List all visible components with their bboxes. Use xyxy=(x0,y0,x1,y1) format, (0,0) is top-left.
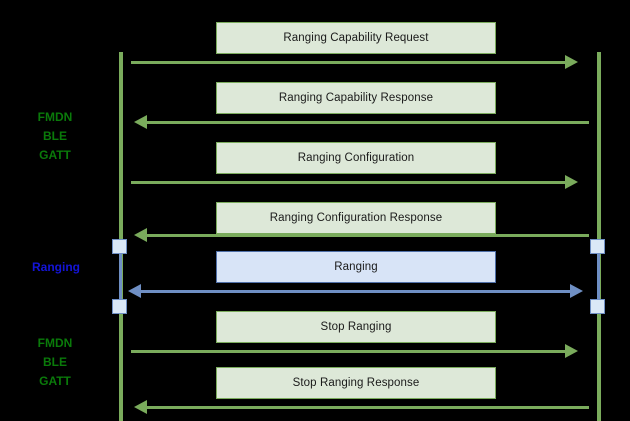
arrow-shaft xyxy=(147,121,589,124)
phase-label-fmdn-ble-gatt-bottom: FMDN BLE GATT xyxy=(20,334,90,391)
message-arrow-ranging-configuration xyxy=(131,175,578,189)
phase-label-line: FMDN xyxy=(37,336,73,350)
phase-label-ranging: Ranging xyxy=(14,258,98,277)
message-box-stop-ranging-response: Stop Ranging Response xyxy=(216,367,496,399)
message-box-stop-ranging: Stop Ranging xyxy=(216,311,496,343)
activation-box-right-end xyxy=(590,299,605,314)
message-box-ranging-configuration-response: Ranging Configuration Response xyxy=(216,202,496,234)
activation-box-left-start xyxy=(112,239,127,254)
arrowhead-right-icon xyxy=(565,175,578,189)
arrowhead-right-icon xyxy=(565,55,578,69)
message-box-ranging: Ranging xyxy=(216,251,496,283)
phase-label-line: GATT xyxy=(39,148,71,162)
arrowhead-left-icon xyxy=(134,115,147,129)
phase-label-fmdn-ble-gatt-top: FMDN BLE GATT xyxy=(20,108,90,165)
message-arrow-ranging-capability-response xyxy=(134,115,589,129)
message-arrow-ranging-capability-request xyxy=(131,55,578,69)
right-lifeline xyxy=(597,52,601,421)
arrowhead-right-icon xyxy=(565,344,578,358)
phase-label-line: Ranging xyxy=(32,260,80,274)
activation-bar-right xyxy=(597,246,600,307)
message-box-ranging-configuration: Ranging Configuration xyxy=(216,142,496,174)
phase-label-line: GATT xyxy=(39,374,71,388)
phase-label-line: BLE xyxy=(43,129,67,143)
message-arrow-stop-ranging-response xyxy=(134,400,589,414)
arrow-shaft xyxy=(147,406,589,409)
activation-bar-left xyxy=(119,246,122,307)
phase-label-line: FMDN xyxy=(37,110,73,124)
arrowhead-left-icon xyxy=(134,400,147,414)
arrow-shaft xyxy=(131,181,565,184)
message-arrow-ranging-bidirectional xyxy=(128,284,583,298)
message-box-ranging-capability-response: Ranging Capability Response xyxy=(216,82,496,114)
activation-box-right-start xyxy=(590,239,605,254)
arrowhead-left-icon xyxy=(134,228,147,242)
arrowhead-left-icon xyxy=(128,284,141,298)
message-arrow-stop-ranging xyxy=(131,344,578,358)
arrow-shaft xyxy=(131,350,565,353)
message-box-ranging-capability-request: Ranging Capability Request xyxy=(216,22,496,54)
message-arrow-ranging-configuration-response xyxy=(134,228,589,242)
activation-box-left-end xyxy=(112,299,127,314)
arrowhead-right-icon xyxy=(570,284,583,298)
arrow-shaft xyxy=(141,290,570,293)
arrow-shaft xyxy=(147,234,589,237)
left-lifeline xyxy=(119,52,123,421)
arrow-shaft xyxy=(131,61,565,64)
phase-label-line: BLE xyxy=(43,355,67,369)
